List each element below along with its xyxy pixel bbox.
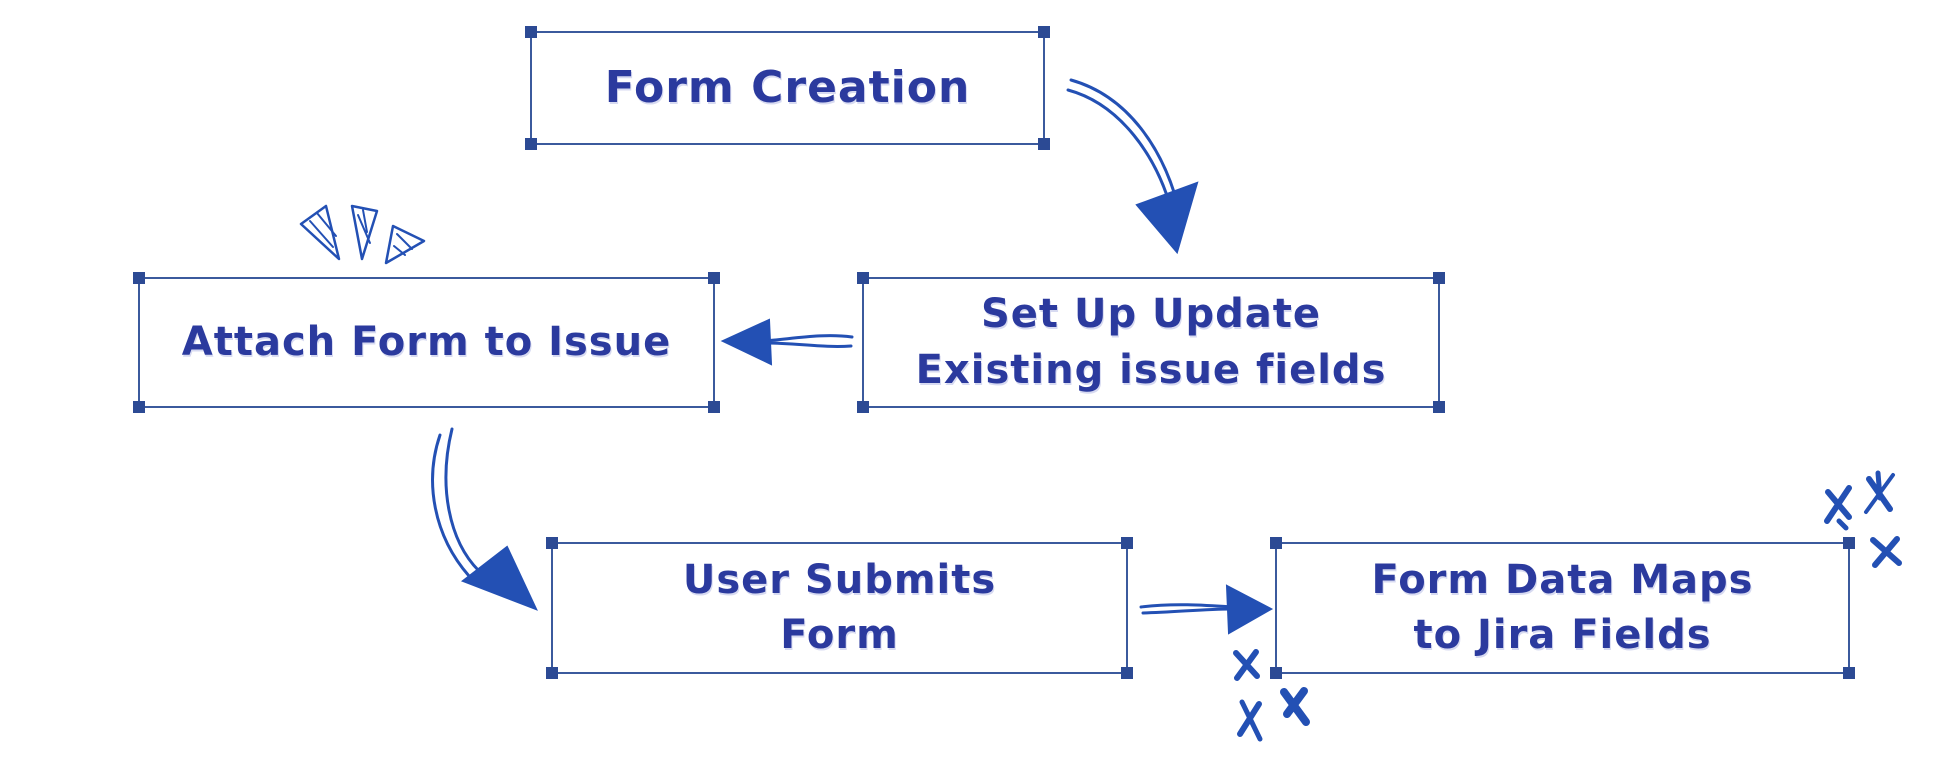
node-label-setup-update-fields: Set Up Update Existing issue fields — [915, 291, 1387, 393]
node-attach-form-to-issue[interactable]: Attach Form to Issue — [133, 272, 720, 413]
connector-attach-to-user-submits-arrow[interactable] — [431, 427, 538, 611]
node-setup-update-fields[interactable]: Set Up Update Existing issue fields — [857, 272, 1445, 413]
selection-handle[interactable] — [1433, 401, 1445, 413]
arrowhead-down-icon — [1135, 181, 1199, 255]
emphasis-marks-doodle[interactable] — [299, 204, 426, 265]
sparkle-asterisks-top-doodle[interactable] — [1824, 470, 1902, 568]
selection-handle[interactable] — [708, 401, 720, 413]
node-label-form-data-maps: Form Data Maps to Jira Fields — [1371, 556, 1754, 658]
node-label-user-submits-form: User Submits Form — [682, 556, 997, 658]
selection-handle[interactable] — [525, 26, 537, 38]
selection-handle[interactable] — [1121, 667, 1133, 679]
node-label-form-creation: Form Creation — [604, 61, 971, 113]
selection-handle[interactable] — [525, 138, 537, 150]
arrowhead-right-down-icon — [460, 545, 538, 611]
arrowhead-right-icon — [1225, 584, 1274, 635]
sparkle-asterisks-bottom-doodle[interactable] — [1233, 649, 1310, 742]
selection-handle[interactable] — [546, 537, 558, 549]
selection-handle[interactable] — [1843, 537, 1855, 549]
selection-handle[interactable] — [857, 272, 869, 284]
selection-handle[interactable] — [1843, 667, 1855, 679]
selection-handle[interactable] — [1038, 138, 1050, 150]
selection-handle[interactable] — [546, 667, 558, 679]
selection-handle[interactable] — [133, 401, 145, 413]
selection-handle[interactable] — [133, 272, 145, 284]
selection-handle[interactable] — [1038, 26, 1050, 38]
node-user-submits-form[interactable]: User Submits Form — [546, 537, 1133, 679]
node-form-creation[interactable]: Form Creation — [525, 26, 1050, 150]
node-form-data-maps[interactable]: Form Data Maps to Jira Fields — [1270, 537, 1855, 679]
selection-handle[interactable] — [708, 272, 720, 284]
connector-form-creation-to-setup-arrow[interactable] — [1066, 78, 1199, 255]
arrowhead-left-icon — [720, 318, 773, 366]
connector-user-submits-to-form-data-arrow[interactable] — [1139, 584, 1274, 635]
selection-handle[interactable] — [1121, 537, 1133, 549]
connector-setup-to-attach-arrow[interactable] — [720, 318, 854, 366]
selection-handle[interactable] — [1270, 667, 1282, 679]
selection-handle[interactable] — [857, 401, 869, 413]
selection-handle[interactable] — [1433, 272, 1445, 284]
selection-handle[interactable] — [1270, 537, 1282, 549]
node-label-attach-form-to-issue: Attach Form to Issue — [181, 318, 672, 365]
